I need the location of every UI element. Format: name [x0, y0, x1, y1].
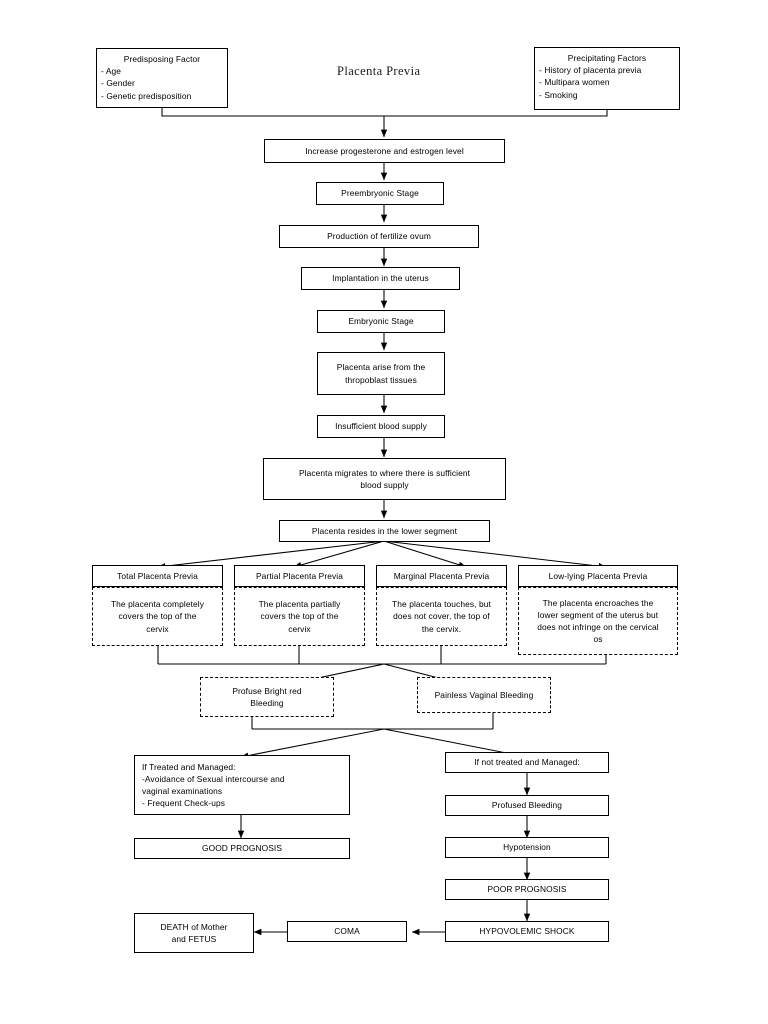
- type-partial-placenta-previa-header: Partial Placenta Previa: [234, 565, 365, 587]
- type-low-lying-placenta-previa-description: The placenta encroaches the lower segmen…: [518, 587, 678, 655]
- symptom-profuse-bleeding: Profuse Bright red Bleeding: [200, 677, 334, 717]
- outcome-hypotension-label: Hypotension: [503, 842, 551, 853]
- symptom-painless-bleeding-label: Painless Vaginal Bleeding: [434, 689, 534, 700]
- node-embryonic-stage-label: Embryonic Stage: [348, 316, 414, 327]
- precipitating-factors-item: - History of placenta previa: [539, 65, 642, 76]
- type-partial-placenta-previa-label: Partial Placenta Previa: [255, 570, 344, 581]
- outcome-death-label: DEATH of Mother and FETUS: [160, 921, 228, 944]
- node-placenta-resides-label: Placenta resides in the lower segment: [311, 525, 458, 536]
- type-partial-placenta-previa-description: The placenta partially covers the top of…: [234, 587, 365, 646]
- precipitating-factors-heading: Precipitating Factors: [567, 53, 647, 63]
- precipitating-factors-item: - Smoking: [539, 89, 578, 100]
- node-fertilize-ovum: Production of fertilize ovum: [279, 225, 479, 248]
- type-total-placenta-previa-header: Total Placenta Previa: [92, 565, 223, 587]
- outcome-if-treated: If Treated and Managed: -Avoidance of Se…: [134, 755, 350, 815]
- node-implantation: Implantation in the uterus: [301, 267, 460, 290]
- predisposing-factor-box: Predisposing Factor- Age- Gender- Geneti…: [96, 48, 228, 108]
- outcome-poor-prognosis: POOR PROGNOSIS: [445, 879, 609, 900]
- outcome-if-not-treated-label: If not treated and Managed:: [474, 757, 580, 768]
- node-placenta-migrates: Placenta migrates to where there is suff…: [263, 458, 506, 500]
- outcome-hypotension: Hypotension: [445, 837, 609, 858]
- precipitating-factors-box: Precipitating Factors - History of placen…: [534, 47, 680, 110]
- node-fertilize-ovum-label: Production of fertilize ovum: [327, 231, 431, 242]
- outcome-death: DEATH of Mother and FETUS: [134, 913, 254, 953]
- precipitating-factors-text: Precipitating Factors - History of placen…: [539, 52, 675, 101]
- node-preembryonic-stage-label: Preembryonic Stage: [341, 188, 419, 199]
- type-total-placenta-previa-label: Total Placenta Previa: [117, 570, 198, 581]
- symptom-profuse-bleeding-label: Profuse Bright red Bleeding: [232, 685, 302, 708]
- predisposing-factor-item: - Age: [101, 66, 122, 77]
- type-partial-placenta-previa-description-text: The placenta partially covers the top of…: [258, 599, 341, 634]
- node-insufficient-blood-supply: Insufficient blood supply: [317, 415, 445, 438]
- outcome-good-prognosis: GOOD PROGNOSIS: [134, 838, 350, 859]
- precipitating-factors-item: - Multipara women: [539, 77, 610, 88]
- predisposing-factor-item: - Gender: [101, 78, 135, 89]
- outcome-profused-bleeding: Profused Bleeding: [445, 795, 609, 816]
- page-title: Placenta Previa: [337, 64, 421, 78]
- outcome-poor-prognosis-label: POOR PROGNOSIS: [487, 884, 567, 895]
- type-low-lying-placenta-previa-label: Low-lying Placenta Previa: [548, 570, 648, 581]
- node-placenta-resides: Placenta resides in the lower segment: [279, 520, 490, 542]
- type-low-lying-placenta-previa-header: Low-lying Placenta Previa: [518, 565, 678, 587]
- node-implantation-label: Implantation in the uterus: [332, 273, 429, 284]
- type-marginal-placenta-previa-description-text: The placenta touches, but does not cover…: [392, 599, 491, 634]
- outcome-profused-bleeding-label: Profused Bleeding: [491, 800, 563, 811]
- outcome-coma-label: COMA: [334, 926, 360, 937]
- node-trophoblast-label: Placenta arise from the thropoblast tiss…: [336, 362, 426, 385]
- node-increase-hormones: Increase progesterone and estrogen level: [264, 139, 505, 163]
- type-total-placenta-previa-description-text: The placenta completely covers the top o…: [110, 599, 205, 634]
- node-embryonic-stage: Embryonic Stage: [317, 310, 445, 333]
- outcome-hypovolemic-shock: HYPOVOLEMIC SHOCK: [445, 921, 609, 942]
- type-marginal-placenta-previa-label: Marginal Placenta Previa: [393, 570, 490, 581]
- node-insufficient-blood-supply-label: Insufficient blood supply: [335, 421, 427, 432]
- outcome-hypovolemic-shock-label: HYPOVOLEMIC SHOCK: [479, 926, 575, 937]
- type-marginal-placenta-previa-description: The placenta touches, but does not cover…: [376, 587, 507, 646]
- node-increase-hormones-label: Increase progesterone and estrogen level: [305, 145, 464, 156]
- node-trophoblast: Placenta arise from the thropoblast tiss…: [317, 352, 445, 395]
- outcome-if-not-treated: If not treated and Managed:: [445, 752, 609, 773]
- type-low-lying-placenta-previa-description-text: The placenta encroaches the lower segmen…: [537, 597, 659, 645]
- predisposing-factor-heading: Predisposing Factor: [123, 54, 201, 64]
- predisposing-factor-item: - Genetic predisposition: [101, 90, 192, 101]
- outcome-coma: COMA: [287, 921, 407, 942]
- type-total-placenta-previa-description: The placenta completely covers the top o…: [92, 587, 223, 646]
- node-preembryonic-stage: Preembryonic Stage: [316, 182, 444, 205]
- predisposing-factor-text: Predisposing Factor- Age- Gender- Geneti…: [101, 53, 223, 102]
- outcome-if-treated-text: If Treated and Managed: -Avoidance of Se…: [142, 761, 285, 809]
- outcome-good-prognosis-label: GOOD PROGNOSIS: [201, 843, 283, 854]
- symptom-painless-bleeding: Painless Vaginal Bleeding: [417, 677, 551, 713]
- node-placenta-migrates-label: Placenta migrates to where there is suff…: [298, 467, 471, 490]
- type-marginal-placenta-previa-header: Marginal Placenta Previa: [376, 565, 507, 587]
